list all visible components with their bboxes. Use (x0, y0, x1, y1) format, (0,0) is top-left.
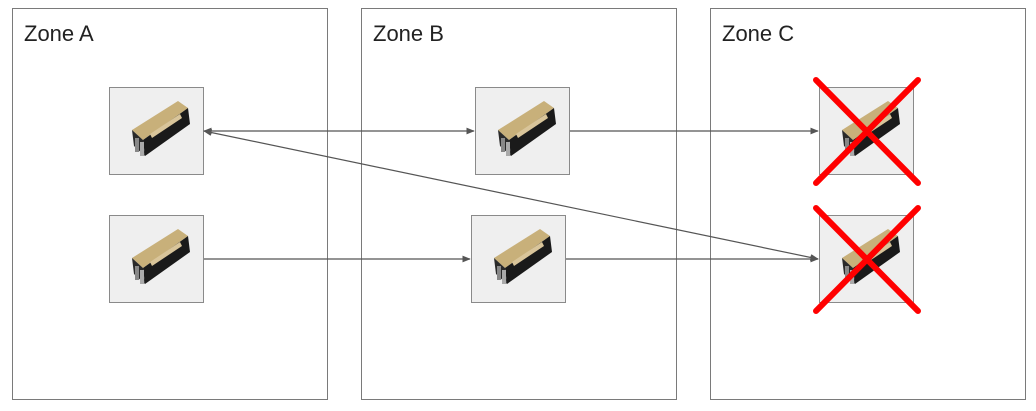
gpu-node-c2 (819, 215, 914, 303)
zone-a: Zone A (12, 8, 328, 400)
zone-label: Zone A (24, 21, 94, 46)
gpu-node-b2 (471, 215, 566, 303)
gpu-node-a1 (109, 87, 204, 175)
zone-label: Zone B (373, 21, 444, 46)
gpu-card-icon (842, 101, 900, 156)
zone-b: Zone B (361, 8, 677, 400)
gpu-card-icon (494, 229, 552, 284)
gpu-card-icon (132, 229, 190, 284)
gpu-card-icon (498, 101, 556, 156)
gpu-card-icon (842, 229, 900, 284)
gpu-node-a2 (109, 215, 204, 303)
zone-label: Zone C (722, 21, 795, 46)
zone-c: Zone C (710, 8, 1026, 400)
gpu-card-icon (132, 101, 190, 156)
gpu-node-c1 (819, 87, 914, 175)
gpu-node-b1 (475, 87, 570, 175)
